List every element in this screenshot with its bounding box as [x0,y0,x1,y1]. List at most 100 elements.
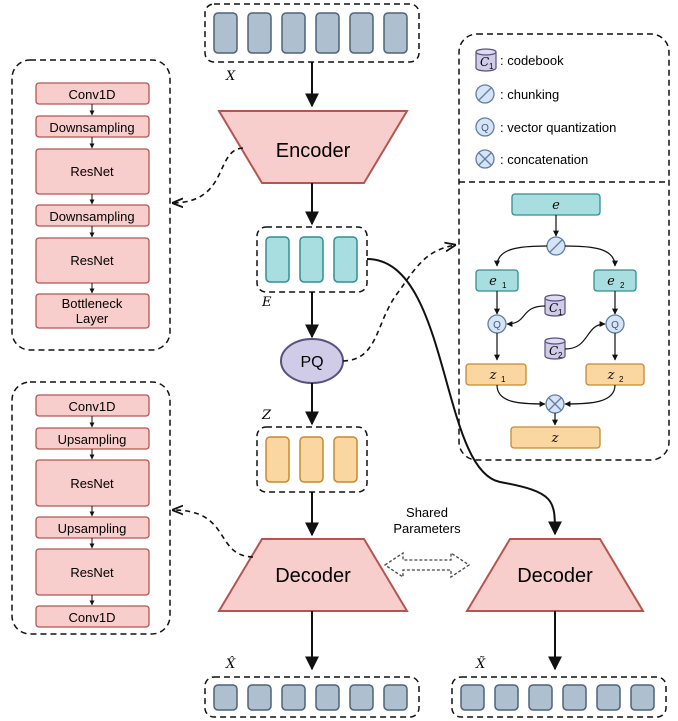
output-xhat-token [281,684,306,711]
enc-block-downsampling-1-label: Downsampling [49,120,134,135]
pq-e-label: e [552,198,560,213]
link-decoder-to-detail [173,510,254,558]
enc-block-resnet-2-label: ResNet [70,253,114,268]
pq-z1-box [465,363,527,386]
output-xhat-token [315,684,340,711]
encoder-detail-box [11,59,171,351]
pq-z-box [510,426,601,449]
output-xhat-token [383,684,408,711]
enc-block-bottleneck-label-2: Layer [76,311,109,326]
legend-chunking: : chunking [475,84,559,104]
label-xtilde: X̃ [475,656,486,672]
legend-codebook: C 1 : codebook [475,48,564,72]
arrow-e-to-decoder-aux [366,258,562,536]
encoder: Encoder [217,110,409,184]
output-xhat-token [247,684,272,711]
pq-e2-box [593,269,637,292]
shared-double-arrow [383,551,471,579]
concat-icon-x2 [478,152,492,166]
decoder-aux: Decoder [465,538,645,612]
encoder-shape [217,110,409,184]
pq-e1-label: e [489,274,497,289]
pq-concat-x2 [548,397,562,411]
pq-z2-label: z [607,368,615,383]
decoder-main-label: Decoder [275,565,351,587]
input-token [281,12,306,54]
output-xtilde-token [596,684,621,711]
output-xtilde-token [528,684,553,711]
decoder-detail-panel: Conv1D Upsampling ResNet Upsampling ResN… [11,381,171,635]
pq-z-label: z [551,431,559,446]
legend-chunking-label: : chunking [500,87,559,102]
pq-z1-sub: 1 [501,375,506,384]
decoder-main: Decoder [217,538,409,612]
pq-z2-sub: 2 [619,375,624,384]
codebook-icon-top [475,48,497,56]
legend-codebook-label: : codebook [500,53,564,68]
quantized-token [299,436,324,483]
pq-label: PQ [300,354,323,371]
pq-c1-sub: 1 [558,308,563,317]
decoder-aux-label: Decoder [517,565,593,587]
pq-node: PQ [280,338,344,384]
output-xtilde-token [460,684,485,711]
pq-c2-top [544,337,566,345]
encoder-detail-panel: Conv1D Downsampling ResNet Downsampling … [11,59,171,351]
pq-q2-label: Q [611,320,619,331]
output-xhat-group: X̂ [204,656,420,718]
pq-detail-panel: C 1 : codebook : chunking Q : vector qua… [458,33,670,461]
pq-c1-icon [544,298,566,317]
output-xhat-box [204,676,420,718]
label-e: E [261,295,272,310]
input-token [247,12,272,54]
arrow-c2-to-q2 [564,321,606,350]
pq-e2-sub: 2 [620,281,625,290]
input-token [383,12,408,54]
link-pq-to-detail [342,245,455,362]
chunking-icon-slash [478,87,492,101]
decoder-aux-shape [465,538,645,612]
dec-block-upsampling-1-label: Upsampling [58,432,127,447]
pq-z1-label: z [489,368,497,383]
output-xhat-token [349,684,374,711]
legend-codebook-sym: C [480,55,489,69]
embedding-token [265,236,290,283]
label-xhat: X̂ [225,656,236,672]
quantized-token [333,436,358,483]
arrow-c1-to-q1 [506,305,546,327]
shared-line1: Shared [406,505,448,520]
pq-q1-label: Q [493,320,501,331]
input-token-group: X [204,3,420,84]
quantized-group: Z [256,408,368,493]
pq-c2-label: C [549,344,558,358]
legend-vq: Q : vector quantization [475,117,616,137]
output-xtilde-token [630,684,655,711]
dec-block-upsampling-2-label: Upsampling [58,521,127,536]
output-xtilde-box [451,676,667,718]
label-x: X [225,69,236,84]
pq-e2-label: e [607,274,615,289]
pq-chunking-slash [549,239,563,253]
dec-block-resnet-2-label: ResNet [70,565,114,580]
arrow-chunk-to-e2 [564,245,618,267]
legend-vq-sym: Q [481,123,489,134]
embedding-token [333,236,358,283]
dec-block-conv1d-2 [35,605,150,628]
pq-c2-icon [544,341,566,360]
input-token [349,12,374,54]
decoder-main-shape [217,538,409,612]
pq-c2-sub: 2 [558,351,563,360]
input-token [213,12,238,54]
enc-block-conv1d-label: Conv1D [69,87,116,102]
pq-c1-label: C [549,301,558,315]
arrow-z2-to-concat [564,384,616,407]
enc-block-bottleneck [35,293,150,329]
pq-c1-top [544,294,566,302]
dec-block-conv1d-2-label: Conv1D [69,610,116,625]
encoder-label: Encoder [276,140,351,162]
decoder-detail-box [11,381,171,635]
legend-concat: : concatenation [475,149,588,169]
legend-codebook-sub: 1 [489,62,494,71]
pq-e1-sub: 1 [502,281,507,290]
